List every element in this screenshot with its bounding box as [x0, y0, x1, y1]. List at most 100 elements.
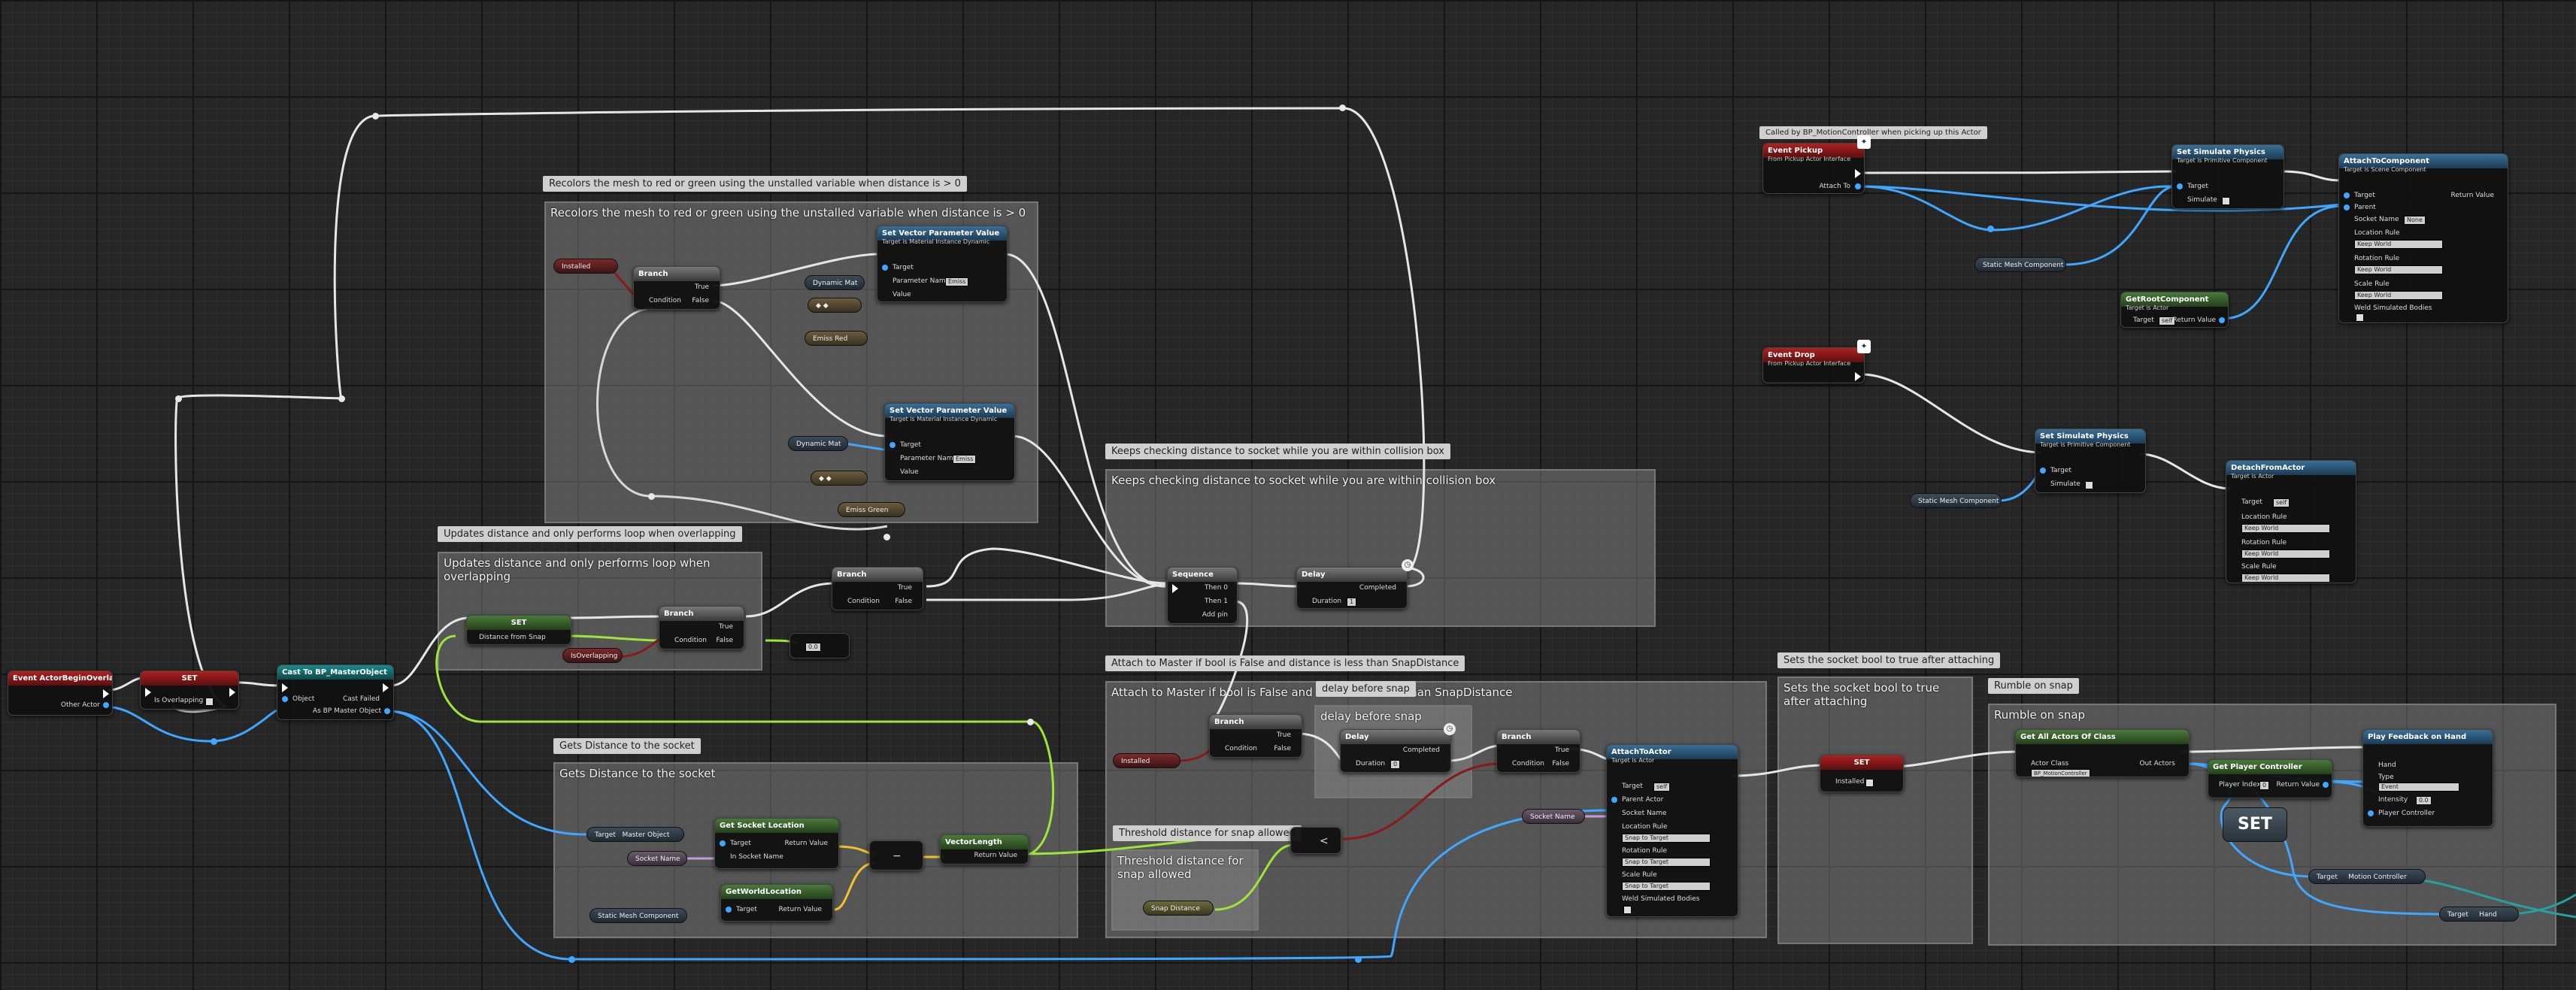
parent-actor-pin[interactable]: Parent Actor [1622, 796, 1664, 804]
completed-pin[interactable]: Completed [1402, 746, 1440, 754]
location-rule-select[interactable]: Keep World [2241, 524, 2330, 533]
attach-to-component-node[interactable]: AttachToComponent Target is Scene Compon… [2338, 153, 2508, 323]
snap-distance-variable[interactable]: Snap Distance [1143, 901, 1214, 916]
set-simulate-physics-node[interactable]: Set Simulate Physics Target is Primitive… [2171, 144, 2284, 209]
detach-from-actor-node[interactable]: DetachFromActor Target is Actor Target s… [2226, 460, 2356, 583]
cast-to-master-object-node[interactable]: Cast To BP_MasterObject Object Cast Fail… [277, 665, 394, 720]
event-drop-node[interactable]: Event Drop From Pickup Actor Interface [1762, 347, 1865, 383]
delay-node[interactable]: Delay Completed Duration 0 [1340, 729, 1451, 773]
rotation-rule-select[interactable]: Snap to Target [1622, 858, 1711, 867]
get-player-controller-node[interactable]: Get Player Controller Player Index 0 Ret… [2208, 759, 2332, 798]
emiss-green-variable[interactable]: Emiss Green [838, 502, 905, 517]
add-pin-button[interactable]: Add pin [1202, 611, 1228, 619]
reroute-node[interactable] [883, 534, 890, 540]
parent-pin[interactable]: Parent [2354, 204, 2376, 211]
get-all-actors-of-class-node[interactable]: Get All Actors Of Class Actor Class BP_M… [2015, 729, 2190, 777]
other-actor-pin-dot[interactable] [103, 702, 109, 708]
event-actor-begin-overlap-node[interactable]: Event ActorBeginOverlap Other Actor [8, 671, 113, 716]
exec-in-pin[interactable] [282, 683, 288, 692]
sequence-node[interactable]: Sequence Then 0 Then 1 Add pin [1167, 567, 1238, 624]
parent-actor-pin-dot[interactable] [1611, 797, 1617, 803]
vector-make-node[interactable]: ◆ ◆ [811, 471, 868, 486]
parameter-name-value[interactable]: Emiss [953, 455, 977, 464]
reroute-node[interactable] [568, 956, 575, 963]
out-actors-pin[interactable]: Out Actors [2139, 760, 2175, 767]
value-pin[interactable]: Value [893, 291, 911, 298]
location-rule-select[interactable]: Snap to Target [1622, 834, 1711, 843]
set-vector-parameter-value-node[interactable]: Set Vector Parameter Value Target is Mat… [884, 403, 1015, 481]
comment-box-threshold[interactable]: Threshold distance for snap allowed [1111, 849, 1259, 931]
duration-value[interactable]: 1 [1347, 598, 1357, 607]
return-value-pin-dot[interactable] [2323, 782, 2329, 788]
simulate-checkbox[interactable] [2085, 481, 2093, 489]
target-pin[interactable]: Target [736, 906, 757, 913]
actor-class-select[interactable]: BP_MotionController [2031, 769, 2090, 777]
then-0-pin[interactable]: Then 0 [1204, 584, 1228, 592]
reroute-node[interactable] [372, 113, 379, 120]
weld-simulated-bodies-pin[interactable]: Weld Simulated Bodies [1622, 895, 1700, 903]
branch-node[interactable]: Branch True False Condition [1209, 714, 1302, 758]
scale-rule-select[interactable]: Keep World [2354, 291, 2443, 300]
branch-node[interactable]: Branch True False Condition [633, 266, 720, 310]
return-value-pin[interactable]: Return Value [974, 852, 1017, 859]
parameter-name-pin[interactable]: Parameter Name [900, 455, 958, 462]
duration-value[interactable]: 0 [1390, 760, 1401, 769]
value-pin[interactable]: Value [900, 468, 919, 476]
vector-subtract-node[interactable]: − [869, 840, 923, 870]
rotation-rule-pin[interactable]: Rotation Rule [1622, 847, 1668, 855]
exec-out-pin[interactable] [1855, 372, 1861, 381]
true-pin[interactable]: True [897, 584, 912, 592]
reroute-node[interactable] [1987, 226, 1994, 232]
false-pin[interactable]: False [692, 297, 709, 304]
target-pin[interactable]: Target [900, 441, 921, 449]
target-pin[interactable]: Target [893, 264, 914, 271]
false-pin[interactable]: False [716, 637, 733, 644]
type-select[interactable]: Event [2378, 783, 2459, 792]
branch-node[interactable]: Branch True False Condition [659, 606, 744, 649]
target-pin-dot[interactable] [882, 265, 888, 271]
set-node-compact[interactable]: SET [2223, 807, 2287, 842]
reroute-node[interactable] [648, 493, 655, 500]
as-master-object-pin[interactable]: As BP Master Object [312, 707, 381, 715]
reroute-node[interactable] [1339, 104, 1346, 111]
dynamic-mat-variable[interactable]: Dynamic Mat [805, 275, 865, 290]
condition-pin[interactable]: Condition [847, 598, 880, 605]
socket-name-variable[interactable]: Socket Name [627, 851, 687, 866]
player-index-pin[interactable]: Player Index [2219, 781, 2261, 789]
exec-out-pin[interactable] [1855, 169, 1861, 178]
installed-pin[interactable]: Installed [1835, 778, 1865, 786]
return-value-pin[interactable]: Return Value [2172, 316, 2216, 324]
actor-class-pin[interactable]: Actor Class [2031, 760, 2069, 767]
type-pin[interactable]: Type [2378, 774, 2394, 781]
reroute-node[interactable] [1355, 956, 1362, 963]
attach-to-pin[interactable]: Attach To [1819, 183, 1850, 190]
get-world-location-node[interactable]: GetWorldLocation Target Return Value [720, 884, 833, 922]
float-compare-node[interactable]: 0.0 [789, 633, 850, 658]
reroute-node[interactable] [338, 395, 345, 402]
weld-checkbox[interactable] [1623, 906, 1632, 914]
compare-value[interactable]: 0.0 [805, 643, 821, 652]
socket-name-pin[interactable]: Socket Name [1622, 810, 1667, 817]
player-controller-pin-dot[interactable] [2368, 810, 2374, 816]
weld-simulated-bodies-pin[interactable]: Weld Simulated Bodies [2354, 304, 2432, 312]
set-distance-from-snap-node[interactable]: SET Distance from Snap [466, 615, 571, 645]
object-pin-dot[interactable] [282, 696, 288, 702]
distance-from-snap-pin[interactable]: Distance from Snap [479, 634, 546, 641]
duration-pin[interactable]: Duration [1356, 760, 1386, 767]
installed-variable[interactable]: Installed [553, 259, 618, 274]
target-pin[interactable]: Target [2241, 498, 2262, 506]
socket-name-pin[interactable]: Socket Name [2354, 216, 2399, 223]
condition-pin[interactable]: Condition [674, 637, 707, 644]
rotation-rule-pin[interactable]: Rotation Rule [2241, 539, 2287, 546]
exec-in-pin[interactable] [145, 688, 151, 697]
target-value[interactable]: self [1653, 783, 1671, 792]
set-simulate-physics-node[interactable]: Set Simulate Physics Target is Primitive… [2035, 428, 2146, 493]
as-master-pin-dot[interactable] [384, 708, 390, 714]
target-pin[interactable]: Target [2187, 183, 2208, 190]
motion-controller-getter[interactable]: Target Motion Controller [2308, 869, 2426, 884]
player-index-value[interactable]: 0 [2259, 781, 2270, 790]
target-pin[interactable]: Target [730, 840, 751, 847]
parameter-name-value[interactable]: Emiss [945, 277, 969, 286]
location-rule-select[interactable]: Keep World [2354, 240, 2443, 249]
false-pin[interactable]: False [1274, 745, 1291, 752]
